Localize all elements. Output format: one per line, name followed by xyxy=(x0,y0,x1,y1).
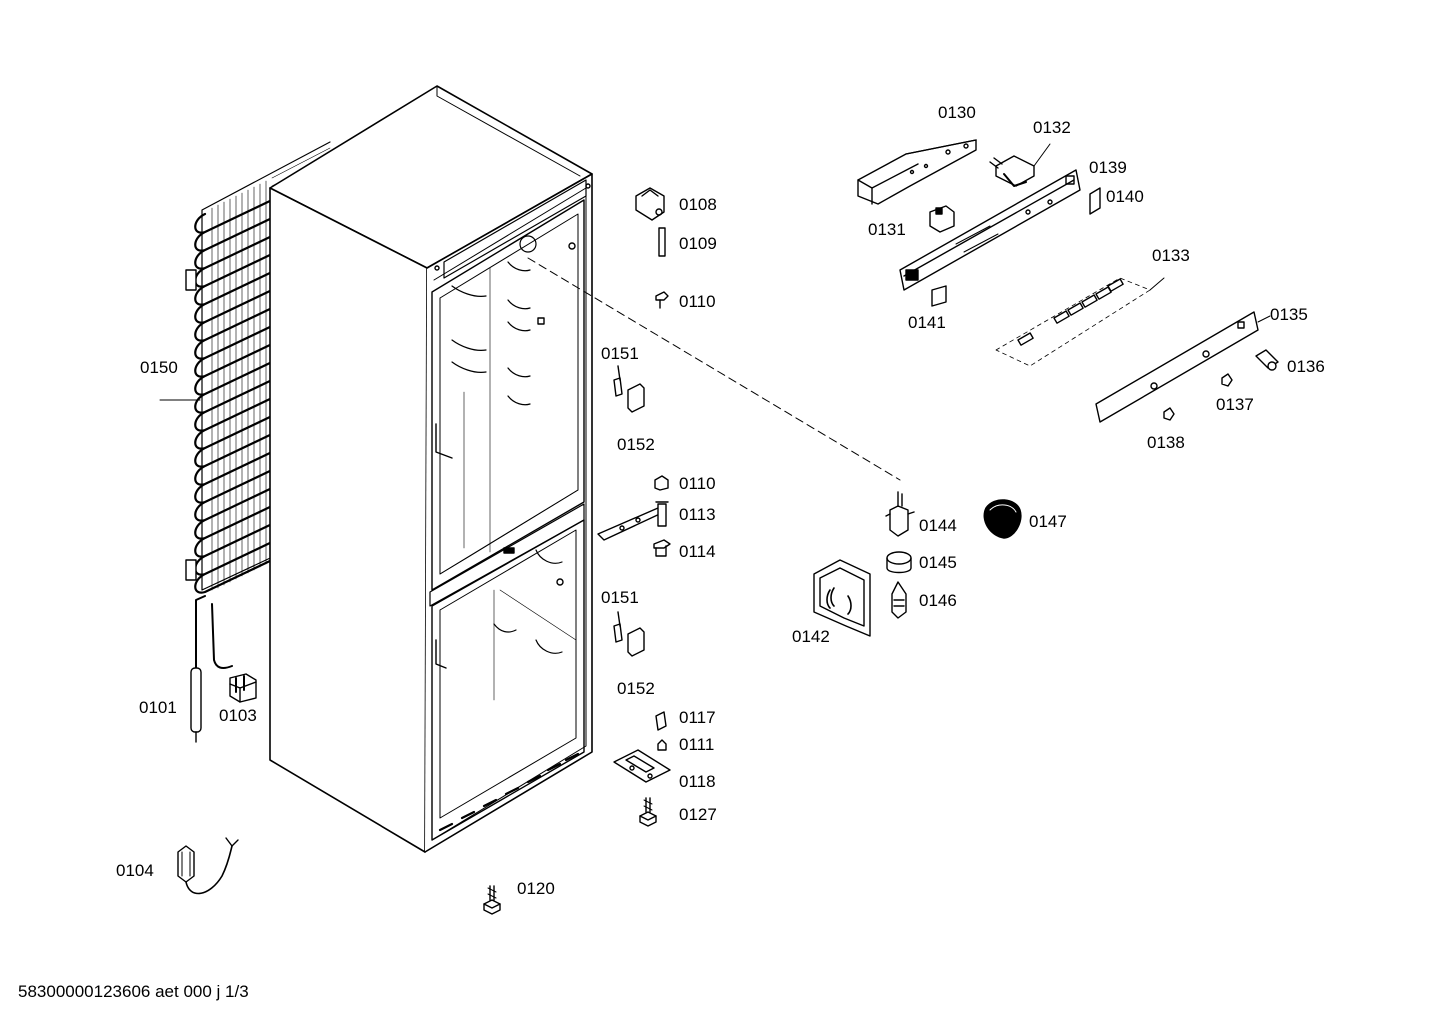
part-label-0110-b: 0110 xyxy=(679,474,716,493)
bushing-0114 xyxy=(653,539,671,557)
part-label-0144: 0144 xyxy=(919,516,957,535)
screw-0110b xyxy=(654,475,669,491)
dryer-filter xyxy=(190,667,202,743)
panel-cover-0135 xyxy=(1095,311,1271,423)
part-label-0120: 0120 xyxy=(517,879,555,898)
clip-0140 xyxy=(1089,187,1101,215)
part-label-0145: 0145 xyxy=(919,553,957,572)
part-label-0108: 0108 xyxy=(679,195,717,214)
condenser-coil xyxy=(159,141,331,671)
part-label-0109: 0109 xyxy=(679,234,717,253)
part-label-0111: 0111 xyxy=(679,735,715,754)
part-label-0130: 0130 xyxy=(938,103,976,122)
part-label-0110: 0110 xyxy=(679,292,716,311)
part-label-0132: 0132 xyxy=(1033,118,1071,137)
knob-0136 xyxy=(1255,349,1279,371)
clip-0117 xyxy=(655,711,667,731)
part-label-0133: 0133 xyxy=(1152,246,1190,265)
screw-0137 xyxy=(1221,373,1233,387)
part-label-0137: 0137 xyxy=(1216,395,1254,414)
part-label-0139: 0139 xyxy=(1089,158,1127,177)
relay-block xyxy=(229,673,257,703)
part-label-0138: 0138 xyxy=(1147,433,1185,452)
foot-0127 xyxy=(639,797,657,827)
top-hinge xyxy=(635,187,665,221)
part-label-0117: 0117 xyxy=(679,708,716,727)
cap-0152b xyxy=(627,627,645,657)
button-set-0133 xyxy=(995,277,1165,367)
part-label-0146: 0146 xyxy=(919,591,957,610)
bulb-0146 xyxy=(891,581,907,619)
screw-0110a xyxy=(655,291,669,309)
part-label-0141: 0141 xyxy=(908,313,946,332)
hinge-pin xyxy=(658,227,666,257)
nut-0111 xyxy=(657,739,667,751)
drawing-reference-number: 58300000123606 aet 000 j 1/3 xyxy=(18,982,249,1001)
light-cover-0142 xyxy=(813,559,871,637)
middle-hinge xyxy=(597,501,669,541)
lamp-socket-0144 xyxy=(885,491,915,537)
part-label-0118: 0118 xyxy=(679,772,716,791)
thermostat-housing-0130 xyxy=(857,139,977,205)
connector-0131 xyxy=(929,205,955,233)
part-label-0150: 0150 xyxy=(140,358,178,377)
part-label-0152: 0152 xyxy=(617,435,655,454)
foot-0120 xyxy=(483,885,501,915)
part-label-0136: 0136 xyxy=(1287,357,1325,376)
lamp-cover-0147 xyxy=(983,499,1022,539)
part-label-0103: 0103 xyxy=(219,706,257,725)
part-label-0140: 0140 xyxy=(1106,187,1144,206)
fridge-cabinet xyxy=(269,85,593,853)
part-label-0151: 0151 xyxy=(601,344,639,363)
part-label-0131: 0131 xyxy=(868,220,906,239)
part-label-0152-b: 0152 xyxy=(617,679,655,698)
part-label-0114: 0114 xyxy=(679,542,716,561)
part-label-0135: 0135 xyxy=(1270,305,1308,324)
clip-0141 xyxy=(931,285,947,307)
lamp-0145 xyxy=(886,551,912,574)
part-label-0142: 0142 xyxy=(792,627,830,646)
spring-0151b xyxy=(613,611,623,643)
spring-0151a xyxy=(613,365,623,397)
bottom-hinge-0118 xyxy=(613,749,671,783)
part-label-0113: 0113 xyxy=(679,505,716,524)
screw-0138 xyxy=(1163,407,1175,421)
part-label-0151-b: 0151 xyxy=(601,588,639,607)
part-label-0104: 0104 xyxy=(116,861,154,880)
power-cord xyxy=(177,837,239,895)
control-panel-bracket xyxy=(899,169,1081,291)
part-label-0127: 0127 xyxy=(679,805,717,824)
cap-0152a xyxy=(627,383,645,413)
switch-0132 xyxy=(989,155,1035,187)
part-label-0147: 0147 xyxy=(1029,512,1067,531)
part-label-0101: 0101 xyxy=(139,698,177,717)
